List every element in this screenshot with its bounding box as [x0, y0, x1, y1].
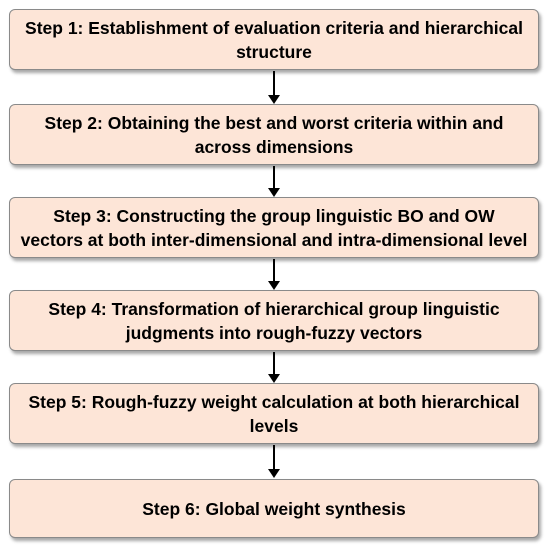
step-5-box: Step 5: Rough-fuzzy weight calculation a… — [9, 383, 539, 444]
step-4-label: Step 4: Transformation of hierarchical g… — [48, 298, 500, 343]
arrow-step-5-to-6 — [268, 445, 280, 478]
step-3-label: Step 3: Constructing the group linguisti… — [20, 205, 528, 250]
step-2-label: Step 2: Obtaining the best and worst cri… — [44, 112, 504, 157]
step-1-label: Step 1: Establishment of evaluation crit… — [25, 17, 523, 62]
step-2-box: Step 2: Obtaining the best and worst cri… — [9, 104, 539, 165]
step-4-box: Step 4: Transformation of hierarchical g… — [9, 290, 539, 351]
step-5-label: Step 5: Rough-fuzzy weight calculation a… — [28, 391, 520, 436]
arrow-step-4-to-5 — [268, 352, 280, 383]
step-6-box: Step 6: Global weight synthesis — [9, 479, 539, 538]
arrow-step-1-to-2 — [268, 71, 280, 104]
step-1-box: Step 1: Establishment of evaluation crit… — [9, 9, 539, 70]
step-3-box: Step 3: Constructing the group linguisti… — [9, 197, 539, 258]
arrow-step-2-to-3 — [268, 166, 280, 197]
step-6-label: Step 6: Global weight synthesis — [142, 498, 406, 519]
arrow-step-3-to-4 — [268, 259, 280, 290]
